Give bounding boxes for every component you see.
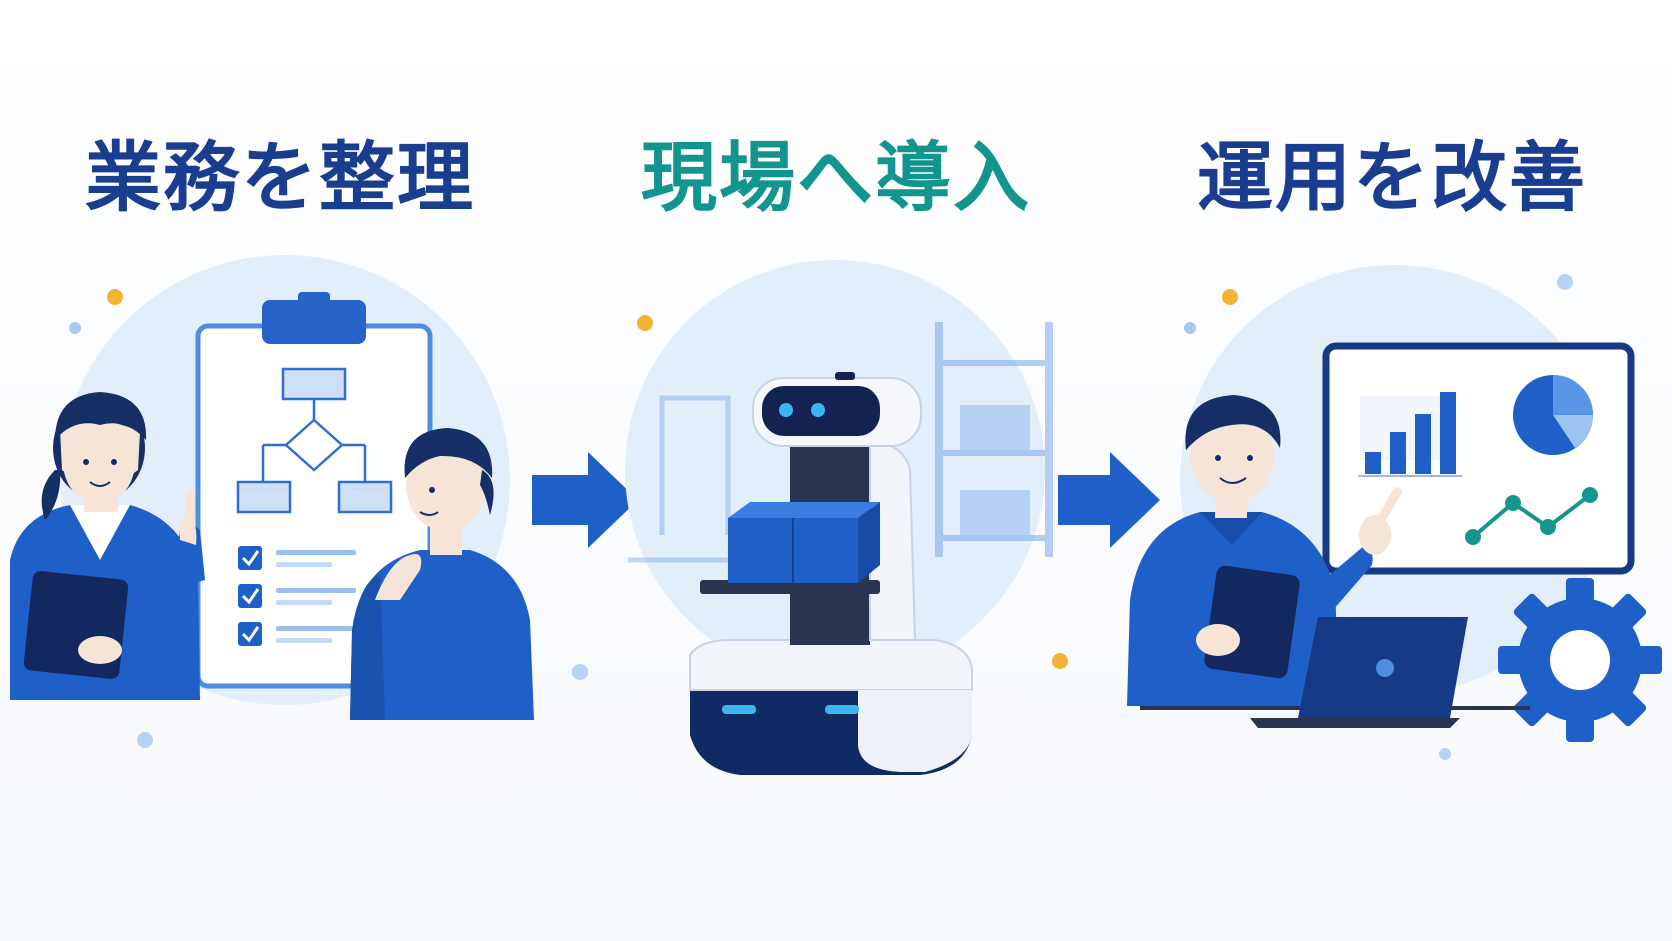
decor-dot (107, 289, 123, 305)
decor-dot (1557, 274, 1573, 290)
decor-dot (1439, 748, 1451, 760)
laptop-icon (1250, 617, 1468, 728)
step-title-organize: 業務を整理 (85, 133, 475, 222)
flowchart-icon (236, 367, 393, 514)
decor-dot (572, 664, 588, 680)
scene-business-analysis (10, 255, 588, 748)
decor-dot (637, 315, 653, 331)
doorway (628, 395, 740, 563)
man-figure (1127, 395, 1402, 706)
step-title-improve: 運用を改善 (1197, 133, 1587, 222)
scene-operations-improvement (1127, 265, 1662, 760)
decor-dot (1222, 289, 1238, 305)
man-figure (350, 428, 534, 720)
tablet-icon (1204, 565, 1300, 679)
arrow-right-icon (1058, 452, 1160, 548)
gear-icon (1498, 578, 1662, 742)
checkbox-icon (238, 546, 262, 570)
decor-dot (1184, 322, 1196, 334)
decor-dot (69, 322, 81, 334)
arrow-right-icon (532, 452, 638, 548)
decor-dot (1052, 653, 1068, 669)
step-title-deploy: 現場へ導入 (641, 133, 1031, 222)
checkbox-icon (238, 622, 262, 646)
checkbox-icon (238, 584, 262, 608)
delivery-robot (689, 372, 973, 775)
line-chart-icon (1465, 487, 1598, 545)
dashboard-monitor (1322, 342, 1635, 575)
bar-chart-icon (1358, 392, 1462, 477)
checklist (238, 546, 356, 646)
warehouse-shelf (935, 322, 1053, 557)
decor-dot (137, 732, 153, 748)
woman-figure (10, 392, 205, 700)
pie-chart-icon (1513, 375, 1593, 455)
scene-robot-deployment (625, 260, 1068, 775)
tablet-icon (23, 571, 129, 679)
